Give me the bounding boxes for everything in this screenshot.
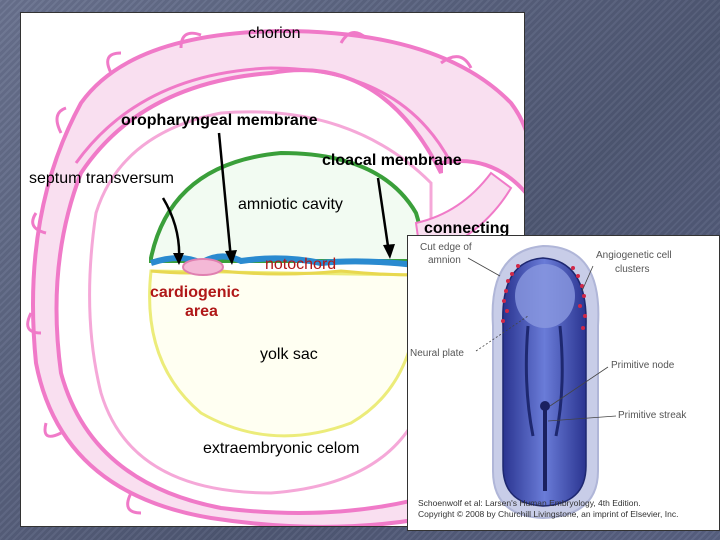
leader-angiogenetic — [581, 265, 594, 292]
inset-credit: Schoenwolf et al: Larsen's Human Embryol… — [418, 498, 678, 520]
inset-label-cut-edge-1: Cut edge of — [420, 242, 472, 253]
cardiogenic-area-shape — [182, 258, 224, 276]
leader-primitive-node — [549, 366, 609, 407]
chorion-inner-wall — [74, 66, 453, 164]
label-extraembryonic-celom: extraembryonic celom — [203, 440, 360, 457]
arrowhead-septum — [173, 253, 184, 265]
leader-cut-edge — [467, 257, 501, 277]
embryo-inset-panel: Cut edge of amnion Angiogenetic cell clu… — [407, 235, 720, 531]
leader-primitive-streak — [547, 415, 617, 422]
label-septum-transversum: septum transversum — [29, 170, 174, 187]
inset-label-cut-edge-2: amnion — [428, 255, 461, 266]
chorion-outer-wall — [31, 28, 524, 526]
arrow-cloacal — [376, 177, 391, 254]
label-chorion: chorion — [248, 25, 301, 42]
label-cardiogenic-line1: cardiogenic — [150, 284, 240, 301]
arrow-oropharyngeal — [217, 132, 233, 260]
leader-neural-plate — [475, 315, 529, 352]
inset-neural-plate — [524, 325, 564, 437]
label-notochord: notochord — [265, 256, 337, 273]
inset-label-neural-plate: Neural plate — [410, 348, 464, 359]
inset-head-fold — [515, 264, 575, 328]
extraembryonic-mesoderm — [88, 110, 433, 495]
chorion-villi — [26, 31, 473, 515]
inset-embryo-svg — [467, 244, 617, 520]
inset-label-primitive-node: Primitive node — [611, 360, 675, 371]
inset-primitive-node — [540, 401, 550, 411]
label-cloacal-membrane: cloacal membrane — [322, 152, 462, 169]
inset-angiogenetic-clusters — [501, 264, 587, 330]
arrowhead-cloacal — [383, 244, 395, 259]
inset-label-angiogenetic-2: clusters — [615, 264, 650, 275]
label-connecting-stalk: connecting — [424, 220, 510, 237]
inset-label-angiogenetic-1: Angiogenetic cell — [596, 250, 672, 261]
inset-embryonic-disc — [502, 257, 587, 507]
embryo-diagram-svg — [26, 28, 524, 526]
credit-line-2: Copyright © 2008 by Churchill Livingston… — [418, 509, 679, 519]
label-yolk-sac: yolk sac — [260, 346, 318, 363]
label-oropharyngeal-membrane: oropharyngeal membrane — [121, 112, 318, 129]
arrowhead-oropharyngeal — [225, 250, 237, 265]
label-cardiogenic-line2: area — [185, 303, 218, 320]
credit-line-1: Schoenwolf et al: Larsen's Human Embryol… — [418, 498, 641, 508]
label-amniotic-cavity: amniotic cavity — [238, 196, 343, 213]
inset-label-primitive-streak: Primitive streak — [618, 410, 687, 421]
